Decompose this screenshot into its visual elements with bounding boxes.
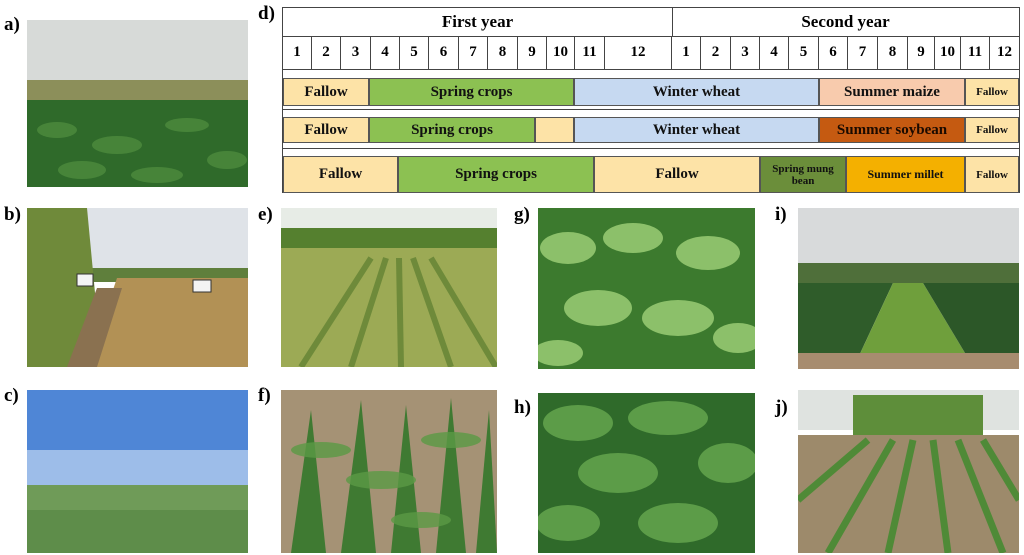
year-divider <box>672 8 673 36</box>
photo-g-mung-bean-leaves <box>538 208 755 369</box>
panel-label-a: a) <box>4 14 20 35</box>
month-cell: 1 <box>283 36 312 69</box>
month-cell: 9 <box>908 36 935 69</box>
rotation-fallow-cell: Fallow <box>283 117 369 143</box>
month-cell: 7 <box>848 36 878 69</box>
rotation-spring-crops-cell: Spring crops <box>398 156 594 193</box>
year-header-second: Second year <box>672 8 1019 37</box>
rotation-summer-millet-cell: Summer millet <box>846 156 965 193</box>
panel-label-e: e) <box>258 204 273 225</box>
month-cell: 7 <box>459 36 488 69</box>
month-cell: 3 <box>341 36 371 69</box>
month-cell: 1 <box>672 36 701 69</box>
photo-a-soybean-field <box>27 20 248 187</box>
month-cell: 11 <box>575 36 605 69</box>
month-cell: 3 <box>731 36 760 69</box>
month-cell: 10 <box>935 36 961 69</box>
rotation-winter-wheat-cell: Winter wheat <box>574 117 819 143</box>
panel-label-f: f) <box>258 385 271 406</box>
month-cell: 11 <box>961 36 990 69</box>
rotation-summer-maize-cell: Summer maize <box>819 78 965 106</box>
row-separator <box>283 109 1019 110</box>
month-cell: 5 <box>789 36 819 69</box>
month-cell: 10 <box>547 36 575 69</box>
month-cell: 6 <box>819 36 848 69</box>
photo-i-strip-plots <box>798 208 1019 369</box>
rotation-spring-mung-bean-cell: Spring mung bean <box>760 156 846 193</box>
month-cell: 4 <box>760 36 789 69</box>
photo-b-maize-millet-plot <box>27 208 248 367</box>
rotation-fallow-cell: Fallow <box>283 156 398 193</box>
rotation-fallow-cell: Fallow <box>965 78 1019 106</box>
rotation-fallow-cell: Fallow <box>283 78 369 106</box>
rotation-summer-soybean-cell: Summer soybean <box>819 117 965 143</box>
rotation-spring-crops-cell: Spring crops <box>369 117 535 143</box>
month-cell: 8 <box>878 36 908 69</box>
panel-label-j: j) <box>775 397 788 418</box>
panel-label-i: i) <box>775 204 787 225</box>
panel-label-h: h) <box>514 397 531 418</box>
month-cell: 5 <box>400 36 429 69</box>
photo-c-wheat-field <box>27 390 248 553</box>
rotation-winter-wheat-cell: Winter wheat <box>574 78 819 106</box>
month-cell: 4 <box>371 36 400 69</box>
photo-e-millet-field <box>281 208 497 367</box>
rotation-fallow-cell: Fallow <box>965 156 1019 193</box>
photo-j-row-plots <box>798 390 1019 553</box>
month-cell: 12 <box>605 36 672 69</box>
rotation-fallow-gap-cell <box>535 117 574 143</box>
panel-label-b: b) <box>4 204 21 225</box>
row-separator <box>283 69 1019 70</box>
rotation-fallow-cell: Fallow <box>594 156 760 193</box>
photo-f-maize-seedlings <box>281 390 497 553</box>
month-cell: 9 <box>518 36 547 69</box>
rotation-fallow-cell: Fallow <box>965 117 1019 143</box>
panel-label-c: c) <box>4 385 19 406</box>
rotation-spring-crops-cell: Spring crops <box>369 78 574 106</box>
year-header-first: First year <box>283 8 672 37</box>
photo-h-crop-leaves <box>538 393 755 553</box>
panel-label-g: g) <box>514 204 530 225</box>
panel-label-d: d) <box>258 3 275 24</box>
month-cell: 2 <box>701 36 731 69</box>
row-separator <box>283 148 1019 149</box>
month-cell: 8 <box>488 36 518 69</box>
month-cell: 6 <box>429 36 459 69</box>
month-cell: 12 <box>997 44 1012 60</box>
month-cell: 2 <box>312 36 341 69</box>
